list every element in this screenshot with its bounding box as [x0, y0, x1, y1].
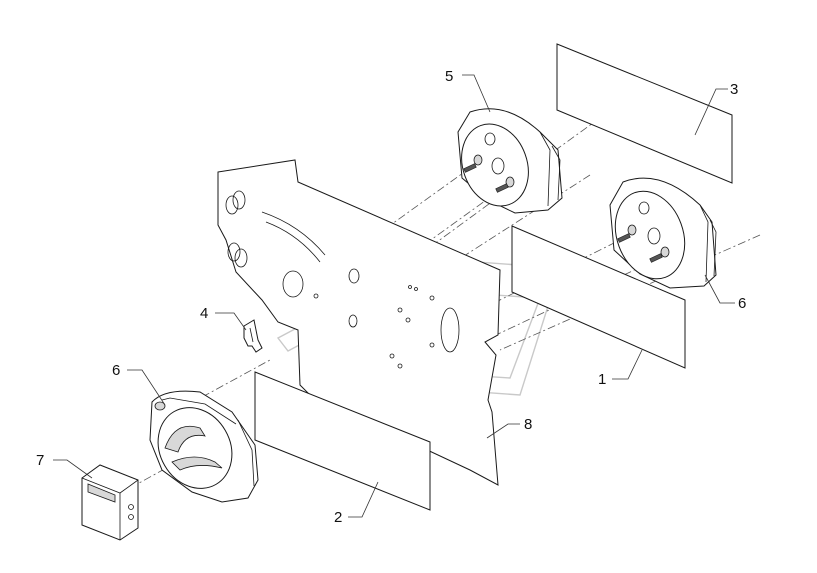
callout-6-left: 6 — [112, 362, 120, 379]
callout-7: 7 — [36, 452, 44, 469]
callout-6-right: 6 — [738, 295, 746, 312]
indicator-block-part-7 — [81, 464, 139, 541]
callout-8: 8 — [524, 416, 532, 433]
callout-2: 2 — [334, 509, 342, 526]
callout-4: 4 — [200, 305, 208, 322]
sticker-sheet-part-3 — [556, 43, 733, 184]
bracket-part-4 — [243, 319, 263, 353]
gauge-part-6-left — [149, 390, 259, 503]
leader-lines — [53, 74, 735, 518]
gauge-part-5 — [457, 108, 563, 214]
gauge-part-6-right — [609, 177, 717, 289]
callout-5: 5 — [445, 68, 453, 85]
sticker-sheet-part-1 — [511, 225, 686, 369]
callout-labels: 5 3 4 6 6 7 1 8 2 — [36, 68, 746, 526]
callout-3: 3 — [730, 81, 738, 98]
callout-1: 1 — [598, 371, 606, 388]
sticker-sheet-part-2 — [254, 371, 431, 511]
mounting-plate-part-8 — [217, 159, 501, 486]
